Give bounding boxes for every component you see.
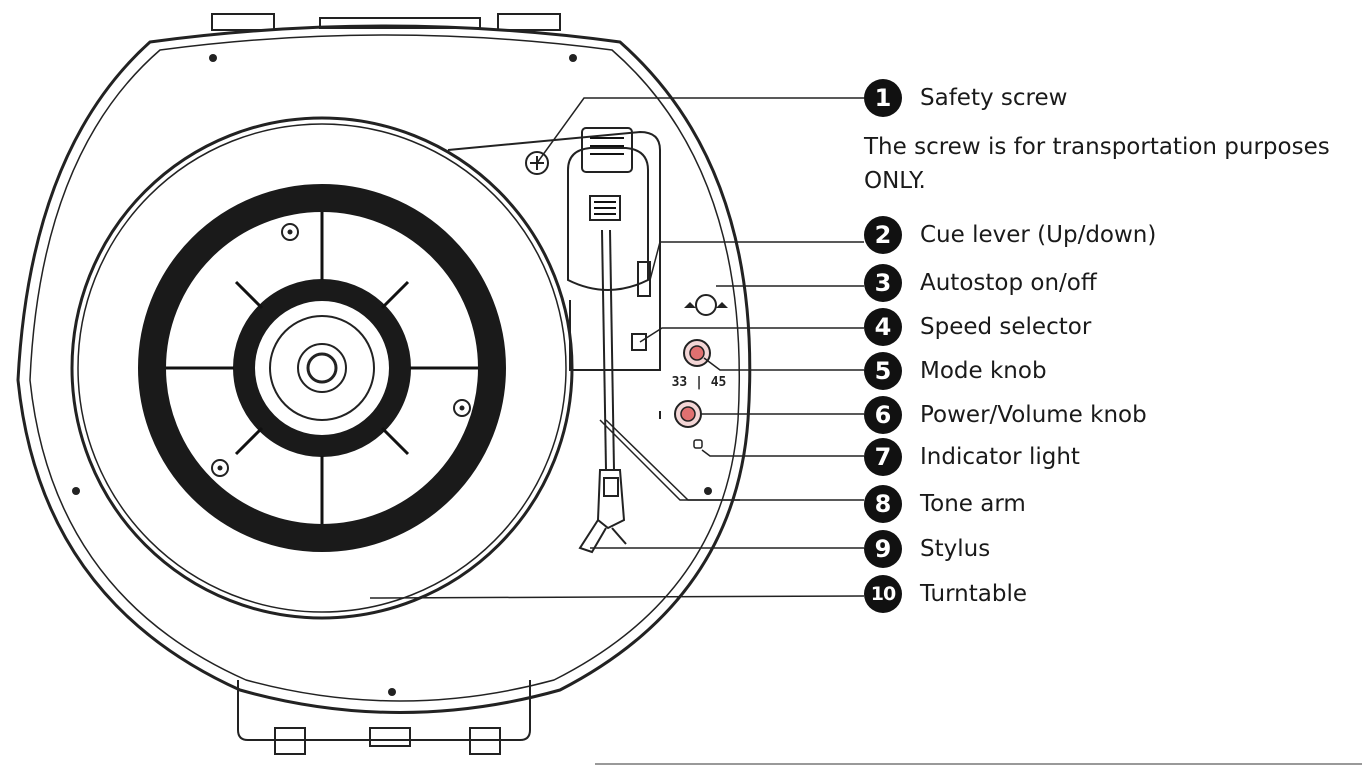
legend-badge: 3 — [864, 264, 902, 302]
legend-badge: 6 — [864, 396, 902, 434]
hinge-left — [211, 13, 275, 31]
legend-badge: 9 — [864, 530, 902, 568]
legend-label: Autostop on/off — [920, 270, 1097, 296]
turntable-platter — [70, 116, 574, 620]
case — [16, 13, 752, 755]
indicator-light — [693, 439, 703, 449]
legend-label: Tone arm — [920, 491, 1026, 517]
legend-label: Power/Volume knob — [920, 402, 1147, 428]
legend-item-power-volume: 6 Power/Volume knob — [864, 395, 1147, 435]
legend-label: Turntable — [920, 581, 1028, 607]
legend-item-safety-screw: 1 Safety screw — [864, 78, 1067, 118]
legend-item-indicator-light: 7 Indicator light — [864, 437, 1080, 477]
hinge-right — [497, 13, 561, 31]
autostop-arrow-right-icon — [716, 302, 728, 308]
foot-center — [369, 727, 411, 747]
legend-label: Safety screw — [920, 85, 1068, 111]
legend-badge: 7 — [864, 438, 902, 476]
legend-item-tone-arm: 8 Tone arm — [864, 484, 1026, 524]
leader-4 — [639, 327, 864, 343]
legend-item-speed-selector: 4 Speed selector — [864, 307, 1091, 347]
autostop-switch — [695, 294, 717, 316]
speed-marks: 33 | 45 — [672, 375, 727, 390]
leader-5 — [703, 357, 864, 371]
legend-item-turntable: 10 Turntable — [864, 574, 1027, 614]
safety-screw-note: The screw is for transportation purposes… — [864, 134, 1330, 194]
legend-badge: 4 — [864, 308, 902, 346]
leader-8 — [605, 419, 864, 501]
legend-label: Indicator light — [920, 444, 1080, 470]
case-inner-outline — [29, 34, 741, 702]
legend-item-mode-knob: 5 Mode knob — [864, 351, 1047, 391]
leader-2 — [649, 241, 864, 281]
bottom-stand — [237, 680, 531, 741]
legend-badge: 10 — [864, 575, 902, 613]
case-screws — [72, 54, 712, 696]
legend-badge: 8 — [864, 485, 902, 523]
legend-label: Mode knob — [920, 358, 1047, 384]
legend-badge: 5 — [864, 352, 902, 390]
leader-1 — [536, 97, 864, 164]
legend-item-cue-lever: 2 Cue lever (Up/down) — [864, 215, 1156, 255]
legend-item-stylus: 9 Stylus — [864, 529, 990, 569]
control-panel: 33 | 45 — [659, 294, 728, 449]
legend-label: Stylus — [920, 536, 991, 562]
legend-item-autostop: 3 Autostop on/off — [864, 263, 1097, 303]
autostop-arrow-left-icon — [684, 302, 696, 308]
foot-left — [274, 727, 306, 755]
legend-label: Cue lever (Up/down) — [920, 222, 1157, 248]
legend-badge: 1 — [864, 79, 902, 117]
case-outline — [16, 24, 752, 714]
legend-label: Speed selector — [920, 314, 1092, 340]
foot-right — [469, 727, 501, 755]
top-latch — [319, 17, 481, 29]
leader-7 — [701, 449, 864, 457]
legend-badge: 2 — [864, 216, 902, 254]
leader-lines — [369, 97, 865, 599]
tonearm — [567, 127, 651, 554]
leader-10 — [369, 595, 865, 599]
